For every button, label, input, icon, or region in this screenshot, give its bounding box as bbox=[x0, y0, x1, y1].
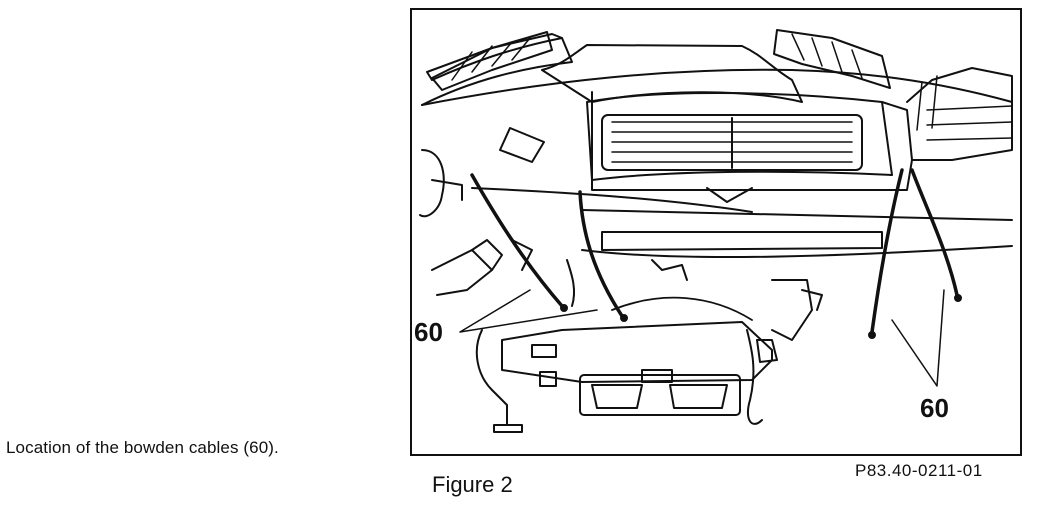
dashboard-line-drawing bbox=[419, 29, 1013, 433]
figure-reference-code: P83.40-0211-01 bbox=[855, 461, 983, 480]
technical-illustration: 60 60 bbox=[410, 8, 1022, 456]
callout-label-60-right: 60 bbox=[920, 393, 949, 423]
callout-label-60-left: 60 bbox=[414, 317, 443, 347]
figure-number: Figure 2 bbox=[432, 472, 513, 497]
figure-caption: Location of the bowden cables (60). bbox=[6, 438, 279, 457]
